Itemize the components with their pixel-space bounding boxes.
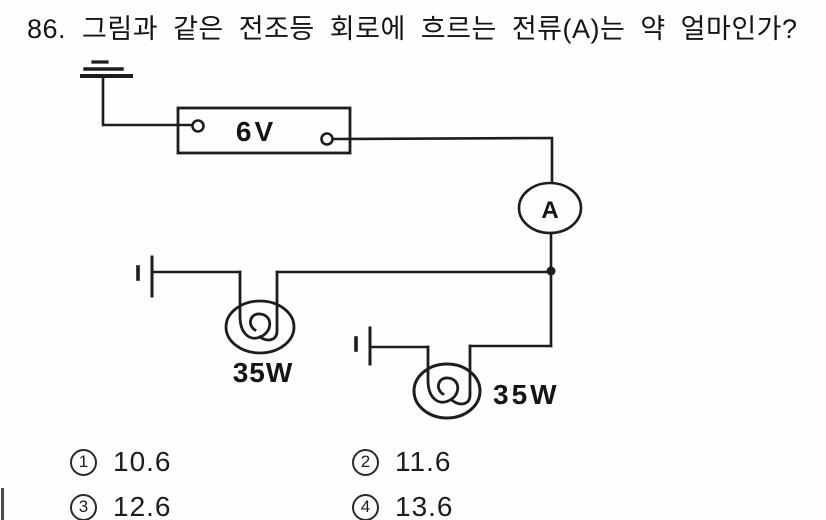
ammeter-label: A [541, 197, 558, 224]
battery-ground-icon [80, 60, 193, 127]
option-1: 1 10.6 [70, 446, 172, 478]
option-4-number: 4 [352, 493, 379, 520]
option-3-number: 3 [70, 493, 97, 520]
left-lamp-icon [224, 270, 296, 355]
right-lamp-icon [412, 344, 482, 420]
option-2-number: 2 [352, 448, 379, 476]
option-3-value: 12.6 [113, 491, 172, 520]
option-2: 2 11.6 [352, 446, 451, 478]
option-4: 4 13.6 [352, 491, 454, 520]
left-ground-icon [136, 255, 154, 298]
option-1-number: 1 [70, 448, 97, 476]
left-lamp-label: 35W [233, 357, 294, 388]
ammeter: A [517, 181, 583, 235]
option-4-value: 13.6 [395, 491, 454, 520]
question-number: 86. [27, 14, 67, 44]
right-lamp-label: 35W [493, 379, 560, 410]
wire-battery-to-ammeter [331, 136, 554, 186]
battery: 6V [176, 106, 352, 155]
option-1-value: 10.6 [113, 446, 172, 477]
right-ground-icon [354, 326, 372, 366]
option-3: 3 12.6 [70, 491, 172, 520]
question-title: 86. 그림과 같은 전조등 회로에 흐르는 전류(A)는 약 얼마인가? [27, 7, 798, 46]
battery-terminal-left [191, 119, 205, 133]
question-text: 그림과 같은 전조등 회로에 흐르는 전류(A)는 약 얼마인가? [82, 14, 798, 44]
battery-label: 6V [236, 116, 276, 147]
option-2-value: 11.6 [395, 446, 452, 477]
scan-artifact-line [1, 488, 4, 520]
battery-terminal-right [320, 132, 334, 146]
